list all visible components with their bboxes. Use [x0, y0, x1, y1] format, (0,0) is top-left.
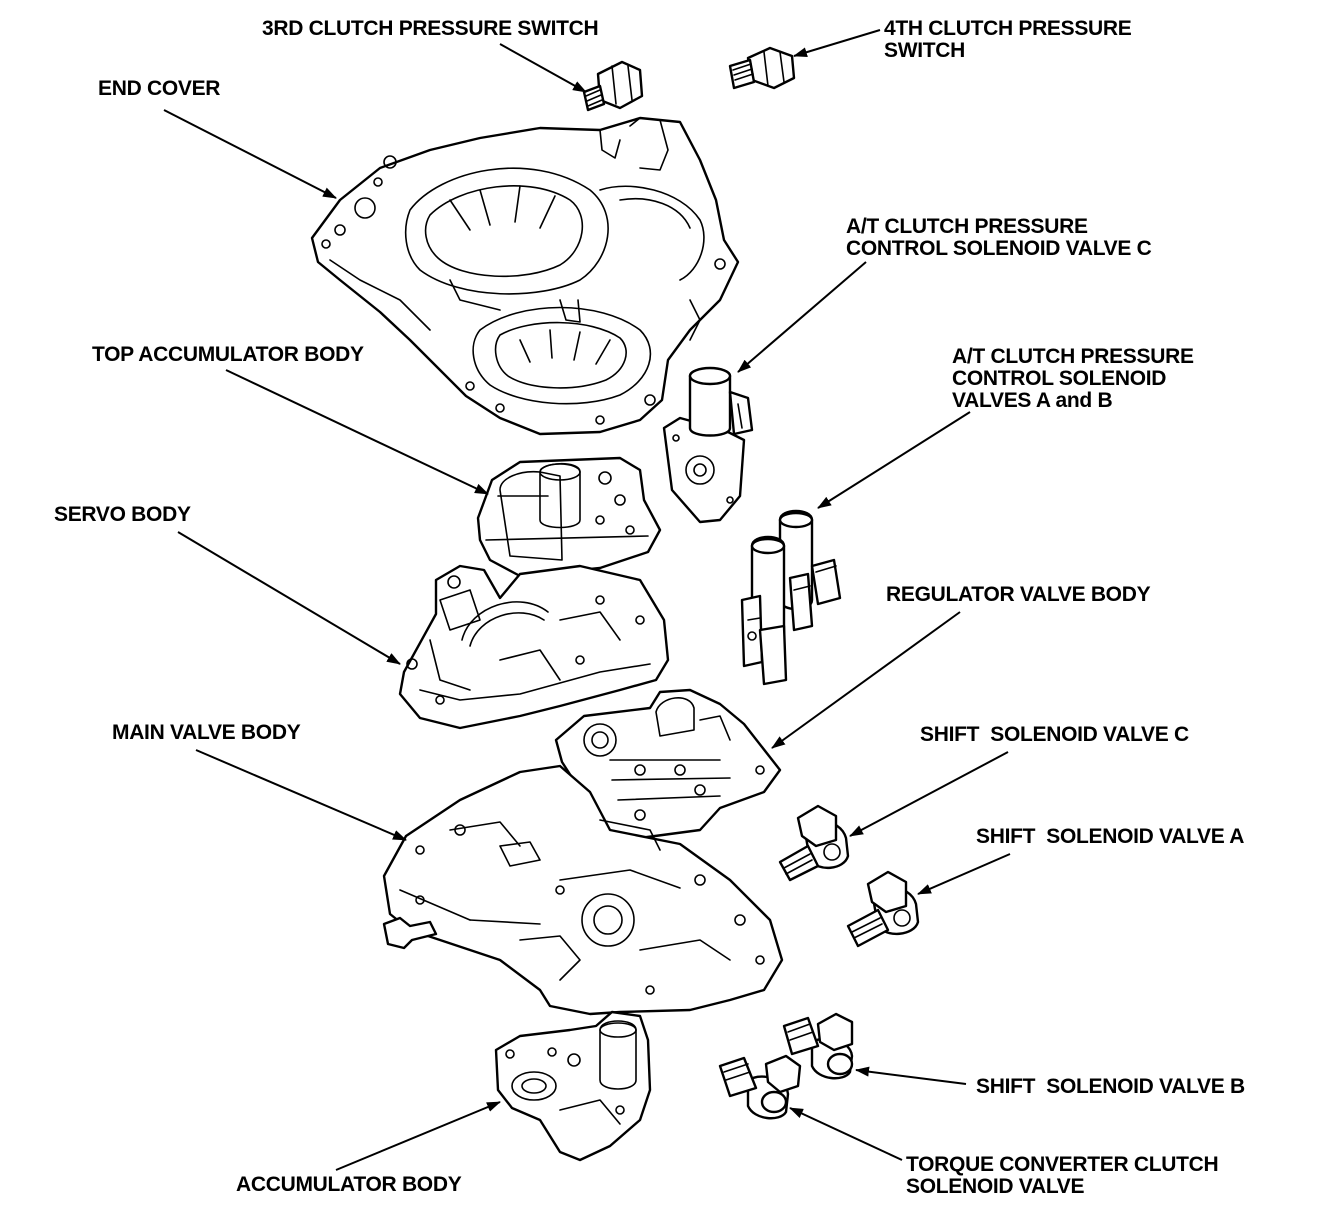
label-line: TOP ACCUMULATOR BODY [92, 343, 364, 366]
label-main-valve-body: MAIN VALVE BODY [112, 721, 301, 744]
label-line: SERVO BODY [54, 503, 191, 526]
label-line: TORQUE CONVERTER CLUTCH [906, 1153, 1219, 1176]
label-torque-converter-clutch-solenoid-valve: TORQUE CONVERTER CLUTCH SOLENOID VALVE [906, 1153, 1219, 1198]
label-accumulator-body: ACCUMULATOR BODY [236, 1173, 462, 1196]
leader-top-accumulator [225, 369, 489, 495]
accumulator-body-part [494, 1010, 652, 1162]
shift-solenoid-c-part [778, 804, 850, 882]
label-top-accumulator-body: TOP ACCUMULATOR BODY [92, 344, 364, 366]
label-line: 4TH CLUTCH PRESSURE [884, 17, 1132, 40]
label-line: 3RD CLUTCH PRESSURE SWITCH [262, 17, 599, 40]
leader-shift-a [917, 853, 1011, 895]
label-line: CONTROL SOLENOID VALVE C [846, 237, 1152, 260]
main-valve-body-part [382, 764, 784, 1016]
torque-converter-solenoid-part [718, 1054, 802, 1120]
leader-accumulator [335, 1101, 501, 1171]
label-line: END COVER [98, 77, 221, 100]
label-fourth-clutch-pressure-switch: 4TH CLUTCH PRESSURE SWITCH [884, 18, 1132, 62]
label-shift-solenoid-valve-c: SHIFT SOLENOID VALVE C [920, 724, 1189, 746]
top-accumulator-body-part [476, 456, 662, 578]
label-shift-solenoid-valve-a: SHIFT SOLENOID VALVE A [976, 826, 1244, 848]
label-line: A/T CLUTCH PRESSURE [952, 345, 1194, 368]
leader-fourth-clutch-switch [793, 29, 881, 58]
label-line: SHIFT SOLENOID VALVE B [976, 1075, 1245, 1098]
solenoid-valve-c-part [662, 366, 754, 524]
leader-lines [163, 29, 1011, 1171]
label-third-clutch-pressure-switch: 3RD CLUTCH PRESSURE SWITCH [262, 17, 599, 40]
leader-third-clutch-switch [499, 43, 587, 93]
leader-regulator [771, 611, 961, 749]
label-shift-solenoid-valve-b: SHIFT SOLENOID VALVE B [976, 1076, 1245, 1098]
label-solenoid-valves-a-b: A/T CLUTCH PRESSURE CONTROL SOLENOID VAL… [952, 346, 1194, 412]
shift-solenoid-a-part [846, 870, 920, 948]
label-servo-body: SERVO BODY [54, 504, 191, 526]
label-line: MAIN VALVE BODY [112, 721, 301, 744]
label-solenoid-valve-c: A/T CLUTCH PRESSURE CONTROL SOLENOID VAL… [846, 215, 1152, 260]
leader-solenoid-c [737, 261, 867, 373]
label-line: SHIFT SOLENOID VALVE C [920, 723, 1189, 746]
leader-shift-c [849, 751, 1009, 837]
leader-torque-converter [789, 1107, 903, 1161]
shift-solenoid-b-part [782, 1012, 854, 1080]
label-line: REGULATOR VALVE BODY [886, 583, 1151, 606]
label-line: CONTROL SOLENOID [952, 367, 1167, 390]
fourth-clutch-pressure-switch-part [728, 46, 796, 90]
label-end-cover: END COVER [98, 78, 220, 100]
leader-servo-body [177, 531, 401, 665]
leader-end-cover [163, 109, 337, 199]
servo-body-part [398, 564, 670, 730]
label-line: A/T CLUTCH PRESSURE [846, 215, 1088, 238]
label-line: ACCUMULATOR BODY [236, 1173, 462, 1196]
leader-shift-b [855, 1066, 967, 1085]
end-cover-part [310, 116, 740, 436]
label-line: SWITCH [884, 39, 966, 62]
solenoid-valves-a-b-part [740, 509, 842, 686]
label-regulator-valve-body: REGULATOR VALVE BODY [886, 583, 1151, 606]
label-line: SHIFT SOLENOID VALVE A [976, 825, 1245, 848]
leader-solenoid-ab [817, 411, 971, 509]
label-line: VALVES A and B [952, 389, 1113, 412]
leader-main-valve [195, 749, 407, 841]
third-clutch-pressure-switch-part [582, 60, 644, 112]
label-line: SOLENOID VALVE [906, 1175, 1085, 1198]
